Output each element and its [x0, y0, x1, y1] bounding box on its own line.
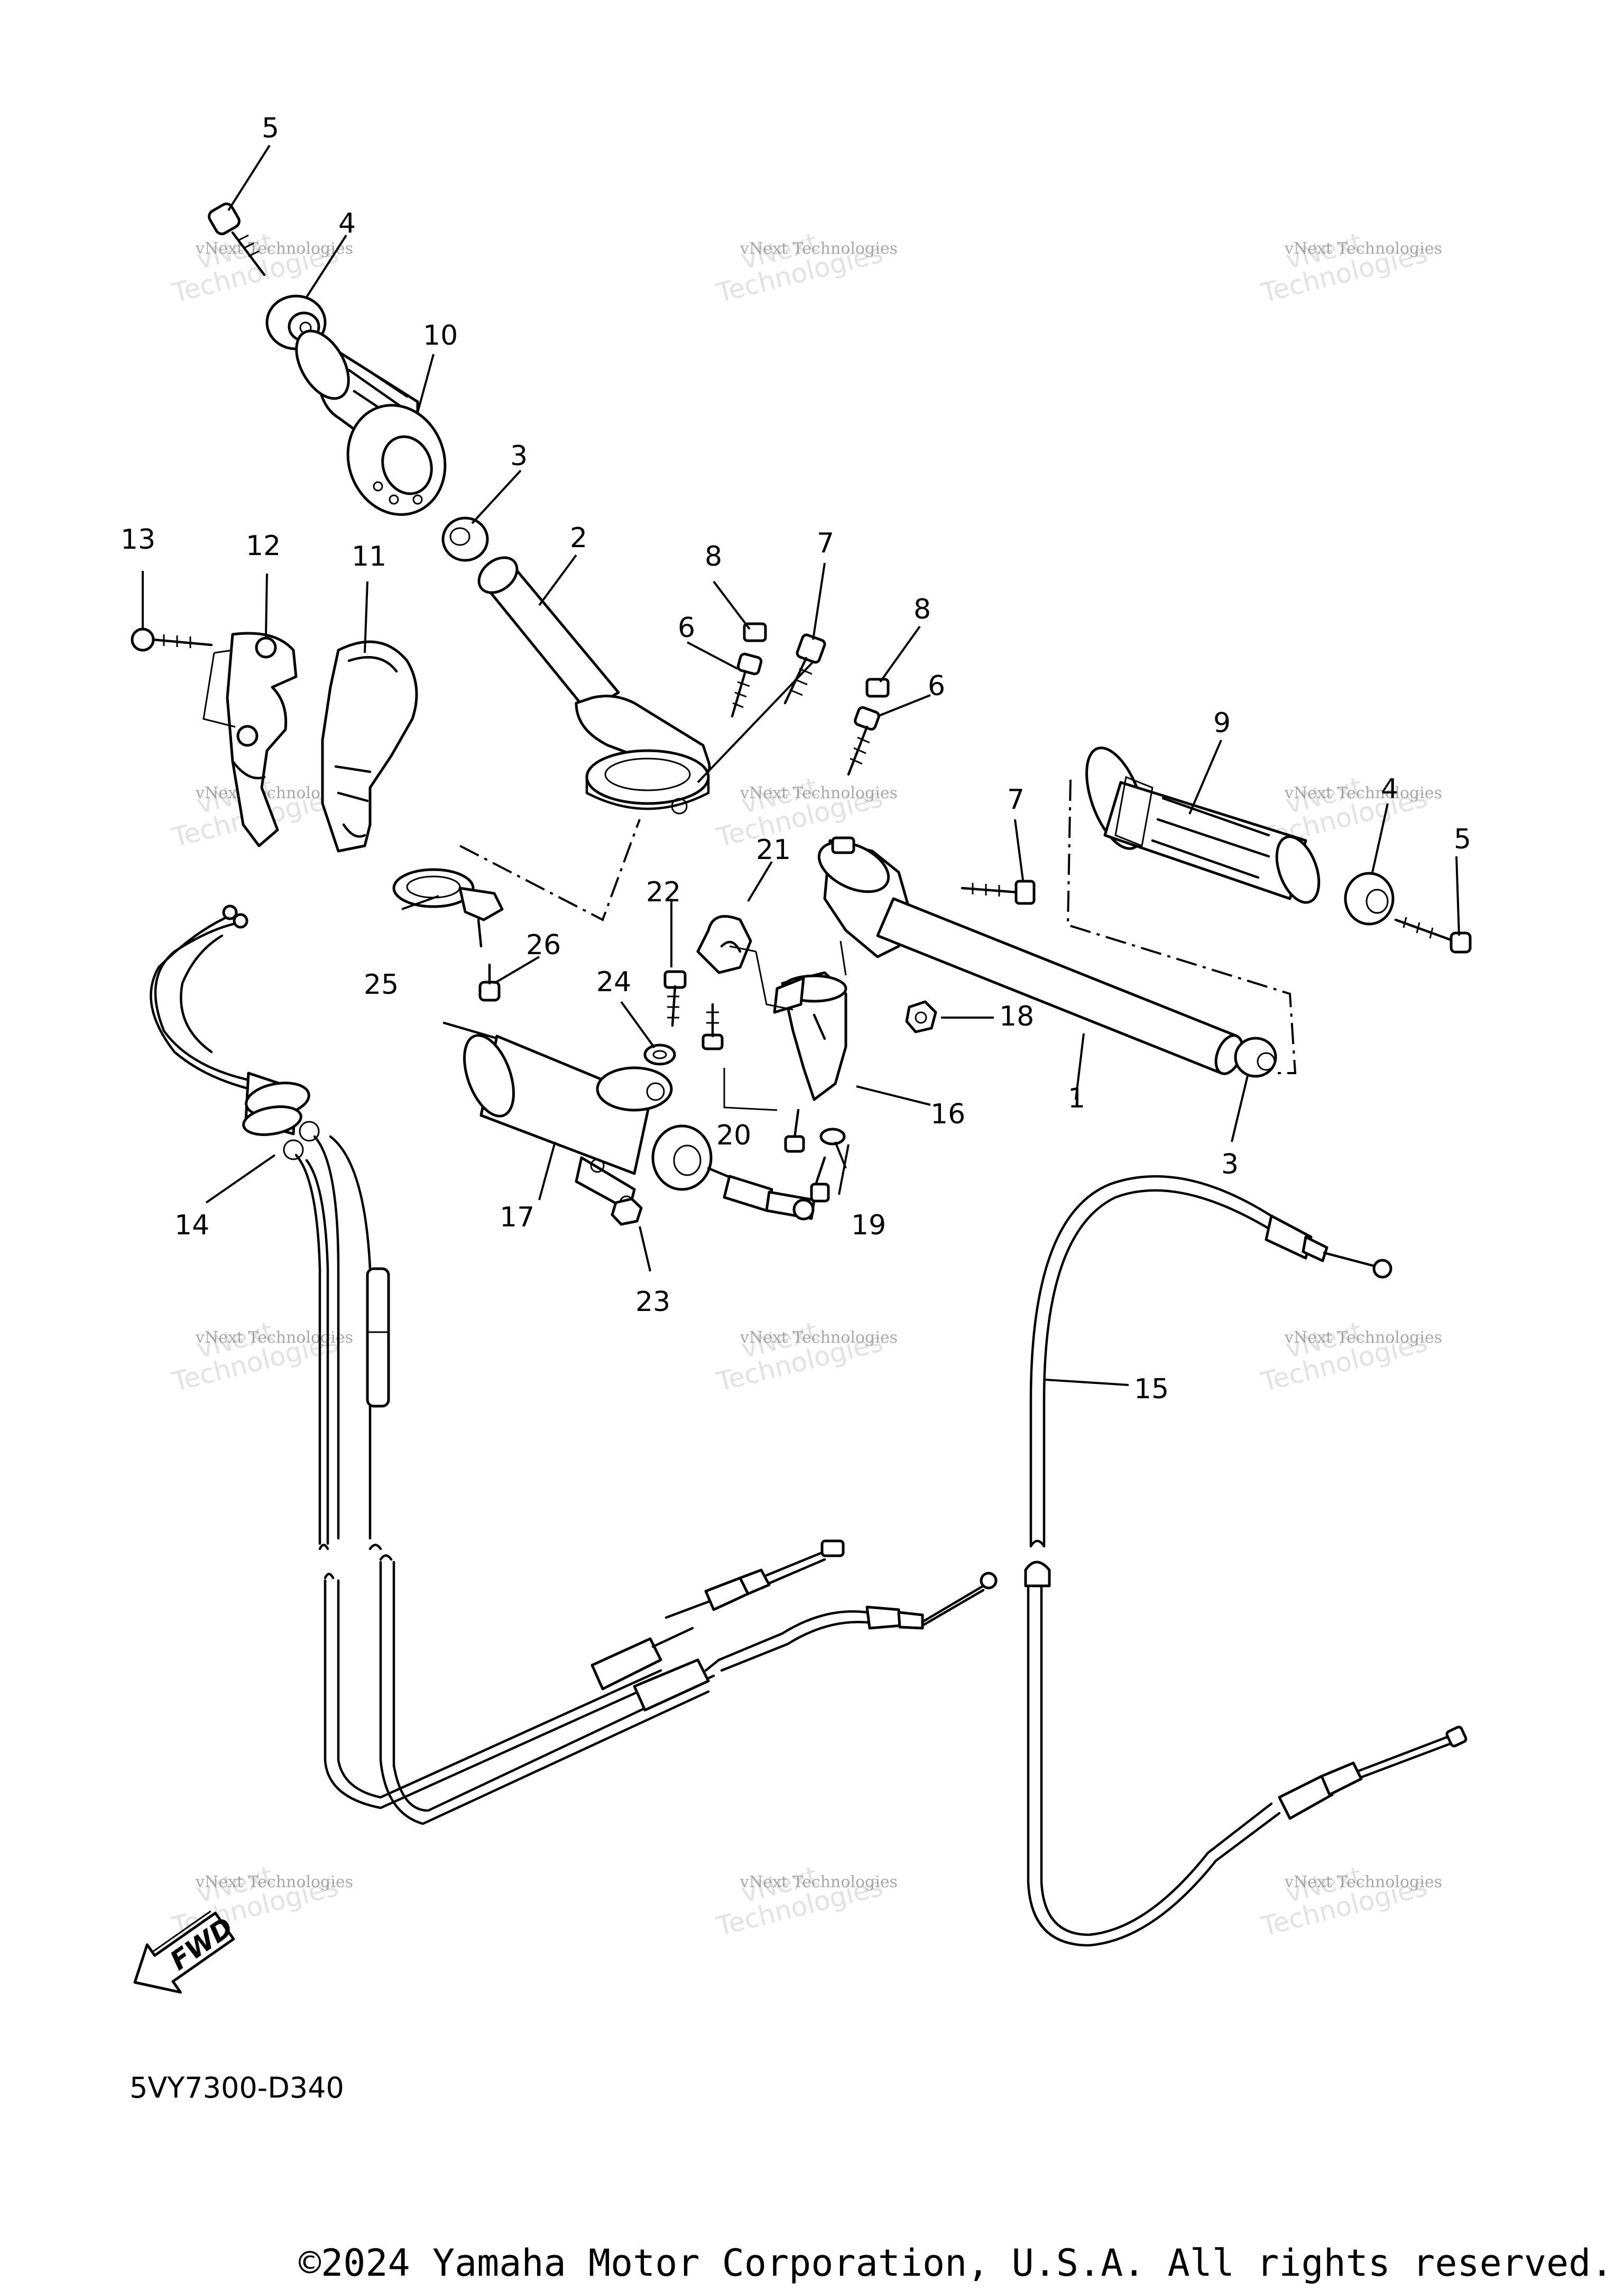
- part-5-right-bolt[interactable]: [1394, 917, 1472, 954]
- callout-5: 5: [262, 113, 279, 144]
- part-2-left-handlebar[interactable]: [472, 550, 711, 815]
- callout-25: 25: [364, 969, 399, 1001]
- callout-26: 26: [526, 929, 561, 961]
- callout-3: 3: [510, 440, 528, 472]
- svg-text:vNext Technologies: vNext Technologies: [195, 1328, 353, 1347]
- part-15-clutch-cable[interactable]: [1024, 1175, 1468, 1947]
- part-1-right-handlebar[interactable]: [811, 832, 1248, 1077]
- watermark: vNext Technologies vNext Technologies: [169, 1316, 353, 1398]
- part-16-damper-bracket[interactable]: [773, 971, 847, 1101]
- watermark: vNext Technologies vNext Technologies: [1258, 1860, 1442, 1942]
- part-23-nut[interactable]: [611, 1197, 643, 1226]
- part-8-lower-nut[interactable]: [865, 678, 890, 698]
- diagram-code: 5VY7300-D340: [130, 2071, 344, 2104]
- callout-9: 9: [1213, 707, 1231, 739]
- svg-text:vNext Technologies: vNext Technologies: [740, 784, 898, 802]
- callout-11: 11: [352, 541, 386, 572]
- watermark: vNext Technologies vNext Technologies: [713, 1860, 898, 1942]
- callout-14: 14: [174, 1209, 209, 1241]
- part-25-throttle-clamp[interactable]: [392, 868, 504, 948]
- part-14-throttle-cables[interactable]: [150, 904, 998, 1825]
- part-10-throttle-grip[interactable]: [285, 322, 460, 528]
- part-19-washer[interactable]: [819, 1128, 846, 1146]
- callout-24: 24: [596, 966, 631, 998]
- watermark: vNext Technologies vNext Technologies: [1258, 227, 1442, 309]
- callout-1: 1: [1068, 1083, 1085, 1114]
- part-3-left-bar-weight[interactable]: [441, 516, 489, 562]
- part-18-nut[interactable]: [905, 1000, 937, 1033]
- part-20-bolt-lower[interactable]: [784, 1109, 805, 1153]
- callout-4: 4: [1381, 773, 1398, 805]
- part-7-lower-bolt[interactable]: [961, 880, 1036, 905]
- right-grip-assembly-bracket: [1066, 779, 1297, 1074]
- part-13-screw[interactable]: [131, 627, 213, 652]
- svg-text:vNext Technologies: vNext Technologies: [195, 1873, 353, 1891]
- callout-8: 8: [705, 541, 722, 572]
- watermark: vNext Technologies vNext Technologies: [713, 1316, 898, 1398]
- callout-6: 6: [928, 670, 945, 702]
- callout-12: 12: [246, 530, 281, 562]
- watermark: vNext Technologies vNext Technologies: [1258, 1316, 1442, 1398]
- svg-text:vNext Technologies: vNext Technologies: [1284, 784, 1442, 802]
- callout-7: 7: [1007, 784, 1025, 816]
- part-6-upper-bolt[interactable]: [731, 652, 763, 718]
- bracket-lines-center: [723, 940, 847, 1111]
- part-24-collar[interactable]: [643, 1044, 676, 1066]
- part-17-steering-damper[interactable]: [442, 1021, 816, 1221]
- part-22-bolt[interactable]: [663, 970, 687, 1027]
- part-12-bracket-lines: [202, 649, 236, 728]
- callout-20: 20: [716, 1120, 751, 1151]
- part-5-left-bolt[interactable]: [207, 201, 266, 276]
- part-19-bolt[interactable]: [810, 1156, 830, 1203]
- callout-13: 13: [121, 524, 155, 556]
- callout-16: 16: [930, 1098, 965, 1130]
- part-26-clamp-screw[interactable]: [478, 963, 501, 1002]
- part-9-right-grip[interactable]: [1075, 741, 1327, 908]
- watermark: vNext Technologies vNext Technologies: [713, 227, 898, 309]
- svg-text:vNext Technologies: vNext Technologies: [740, 1873, 898, 1891]
- part-12-switch-housing-lower[interactable]: [226, 632, 298, 847]
- clamp-assembly-bracket: [459, 819, 641, 921]
- callout-18: 18: [999, 1001, 1034, 1032]
- callout-22: 22: [646, 876, 681, 908]
- callout-labels: 5 4 10 3 2 8 6 7 8 6 7 9 4 5 3 1 18 16 1…: [121, 113, 1471, 1405]
- callout-10: 10: [423, 320, 458, 352]
- part-21-bracket[interactable]: [696, 915, 756, 974]
- watermark: vNext Technologies vNext Technologies: [713, 771, 898, 853]
- svg-text:vNext Technologies: vNext Technologies: [195, 239, 353, 258]
- callout-2: 2: [570, 522, 587, 554]
- callout-8: 8: [914, 594, 931, 625]
- svg-text:vNext Technologies: vNext Technologies: [740, 1328, 898, 1347]
- callout-21: 21: [756, 834, 791, 866]
- part-3-right-bar-weight[interactable]: [1234, 1037, 1277, 1078]
- callout-15: 15: [1134, 1373, 1169, 1405]
- callout-19: 19: [851, 1209, 886, 1241]
- part-11-switch-housing-upper[interactable]: [321, 640, 418, 853]
- svg-text:vNext Technologies: vNext Technologies: [1284, 1873, 1442, 1891]
- svg-text:vNext Technologies: vNext Technologies: [1284, 1328, 1442, 1347]
- copyright-notice: ©2024 Yamaha Motor Corporation, U.S.A. A…: [299, 2241, 1613, 2285]
- part-4-right-bar-end[interactable]: [1344, 872, 1395, 926]
- callout-4: 4: [338, 208, 356, 239]
- svg-text:vNext Technologies: vNext Technologies: [740, 239, 898, 258]
- callout-23: 23: [635, 1286, 670, 1318]
- callout-7: 7: [817, 528, 834, 559]
- callout-6: 6: [678, 612, 695, 644]
- callout-17: 17: [500, 1202, 534, 1233]
- part-20-bolt-upper[interactable]: [702, 1003, 724, 1050]
- part-6-lower-bolt[interactable]: [847, 706, 880, 776]
- svg-text:vNext Technologies: vNext Technologies: [1284, 239, 1442, 258]
- leader-lines: [142, 144, 1460, 1386]
- callout-3: 3: [1221, 1149, 1239, 1180]
- callout-5: 5: [1454, 824, 1471, 855]
